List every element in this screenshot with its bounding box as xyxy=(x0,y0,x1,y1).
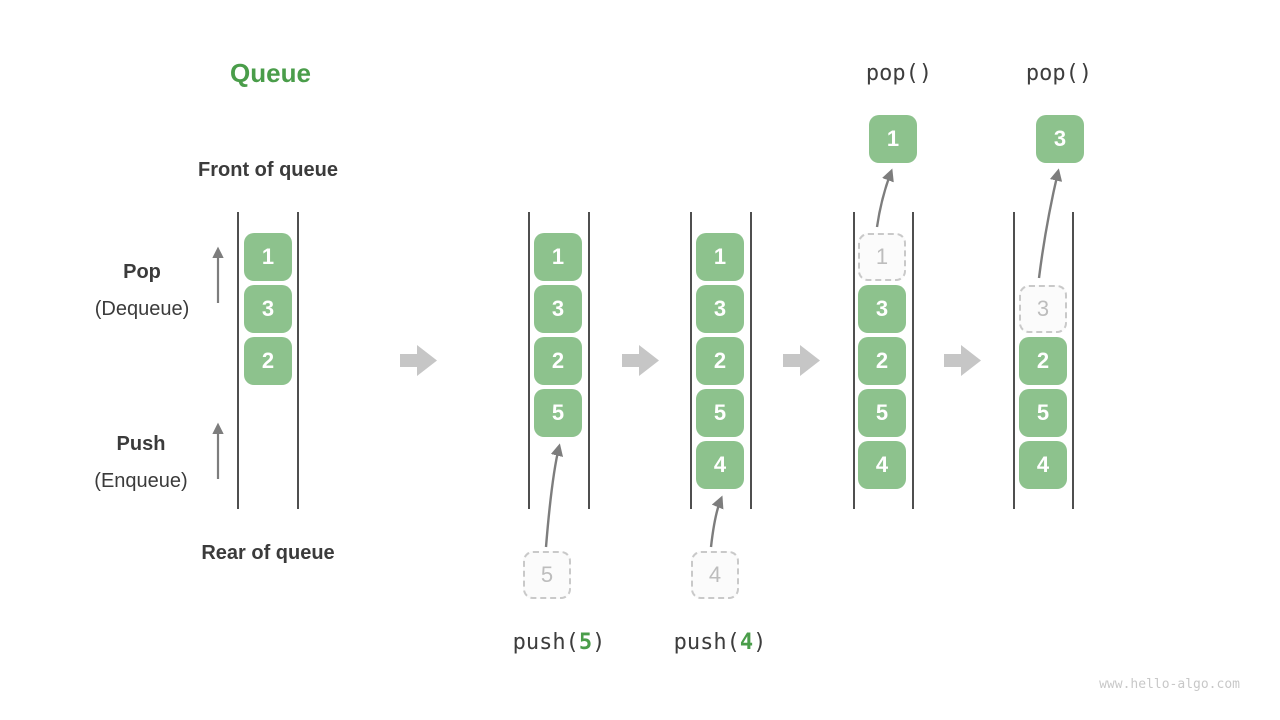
watermark: www.hello-algo.com xyxy=(1099,677,1240,692)
page-title: Queue xyxy=(230,58,311,88)
dequeue-label: (Dequeue) xyxy=(94,298,190,320)
queue-wall-left xyxy=(690,212,692,509)
op-arg: 4 xyxy=(739,630,754,655)
queue-cell: 1 xyxy=(534,233,582,281)
queue-wall-right xyxy=(1072,212,1074,509)
front-of-queue-label: Front of queue xyxy=(198,159,338,181)
queue-cell: 3 xyxy=(534,285,582,333)
ghost-cell: 3 xyxy=(1019,285,1067,333)
enqueue-label: (Enqueue) xyxy=(94,470,188,492)
incoming-cell: 4 xyxy=(691,551,739,599)
flow-arrow-icon xyxy=(783,345,820,376)
queue-cell: 2 xyxy=(244,337,292,385)
queue-cell: 4 xyxy=(858,441,906,489)
op-close: ) xyxy=(753,630,767,655)
queue-wall-left xyxy=(1013,212,1015,509)
op-fn: push( xyxy=(512,630,579,655)
push-operation-label: push(5) xyxy=(513,630,606,655)
pop-operation-label: pop() xyxy=(1025,61,1093,86)
popped-cell: 3 xyxy=(1036,115,1084,163)
pop-arrow-icon xyxy=(875,168,894,228)
queue-cell: 5 xyxy=(534,389,582,437)
queue-cell: 5 xyxy=(696,389,744,437)
queue-wall-right xyxy=(912,212,914,509)
queue-cell: 1 xyxy=(696,233,744,281)
op-fn: push( xyxy=(673,630,740,655)
flow-arrow-icon xyxy=(400,345,437,376)
queue-cell: 2 xyxy=(858,337,906,385)
queue-wall-right xyxy=(750,212,752,509)
push-arrow-icon xyxy=(544,443,564,548)
queue-cell: 3 xyxy=(244,285,292,333)
incoming-cell: 5 xyxy=(523,551,571,599)
queue-wall-right xyxy=(297,212,299,509)
push-operation-label: push(4) xyxy=(674,630,767,655)
queue-cell: 3 xyxy=(696,285,744,333)
pop-arrow-icon xyxy=(1037,168,1063,279)
queue-wall-right xyxy=(588,212,590,509)
op-close: ) xyxy=(592,630,606,655)
queue-wall-left xyxy=(237,212,239,509)
push-arrow-icon xyxy=(709,495,724,548)
rear-of-queue-label: Rear of queue xyxy=(201,542,335,564)
queue-cell: 5 xyxy=(1019,389,1067,437)
queue-cell: 2 xyxy=(696,337,744,385)
queue-cell: 1 xyxy=(244,233,292,281)
queue-wall-left xyxy=(853,212,855,509)
op-arg: 5 xyxy=(578,630,593,655)
ghost-cell: 1 xyxy=(858,233,906,281)
queue-cell: 3 xyxy=(858,285,906,333)
queue-cell: 2 xyxy=(1019,337,1067,385)
queue-cell: 5 xyxy=(858,389,906,437)
queue-cell: 4 xyxy=(1019,441,1067,489)
flow-arrow-icon xyxy=(944,345,981,376)
queue-wall-left xyxy=(528,212,530,509)
queue-cell: 4 xyxy=(696,441,744,489)
pop-operation-label: pop() xyxy=(865,61,933,86)
push-label: Push xyxy=(116,433,166,455)
flow-arrow-icon xyxy=(622,345,659,376)
queue-cell: 2 xyxy=(534,337,582,385)
pop-label: Pop xyxy=(123,261,161,283)
popped-cell: 1 xyxy=(869,115,917,163)
